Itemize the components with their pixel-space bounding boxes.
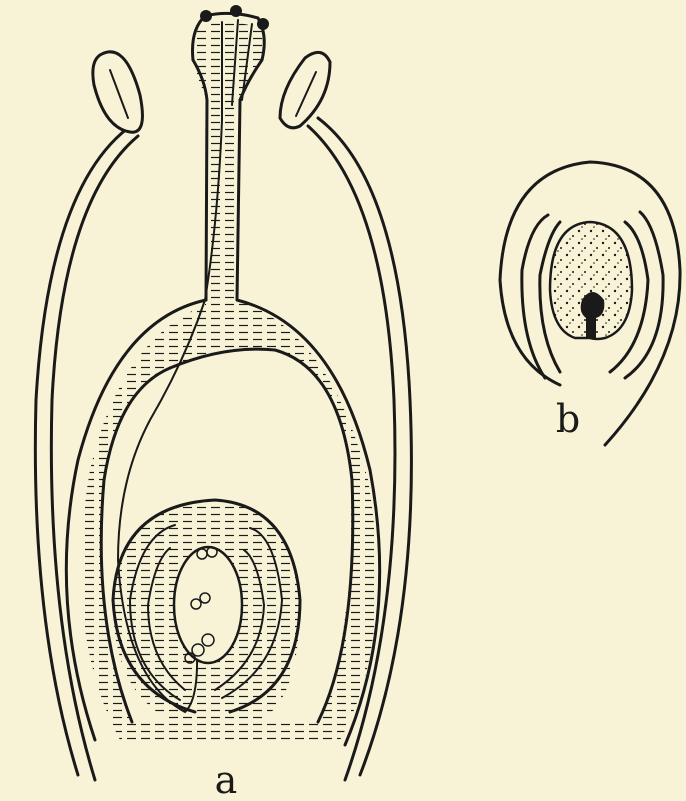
anther-right xyxy=(280,52,330,127)
pollen-grain-dot xyxy=(200,10,212,22)
ovule-b-integument xyxy=(522,215,548,378)
figure-b xyxy=(500,162,680,445)
figure-a xyxy=(35,5,411,780)
pollen-grain-dot xyxy=(230,5,242,17)
figure-label-a: a xyxy=(215,758,238,801)
style-left-edge xyxy=(193,60,207,300)
pollen-grain-dot xyxy=(257,18,269,30)
figure-label-b: b xyxy=(556,397,580,441)
